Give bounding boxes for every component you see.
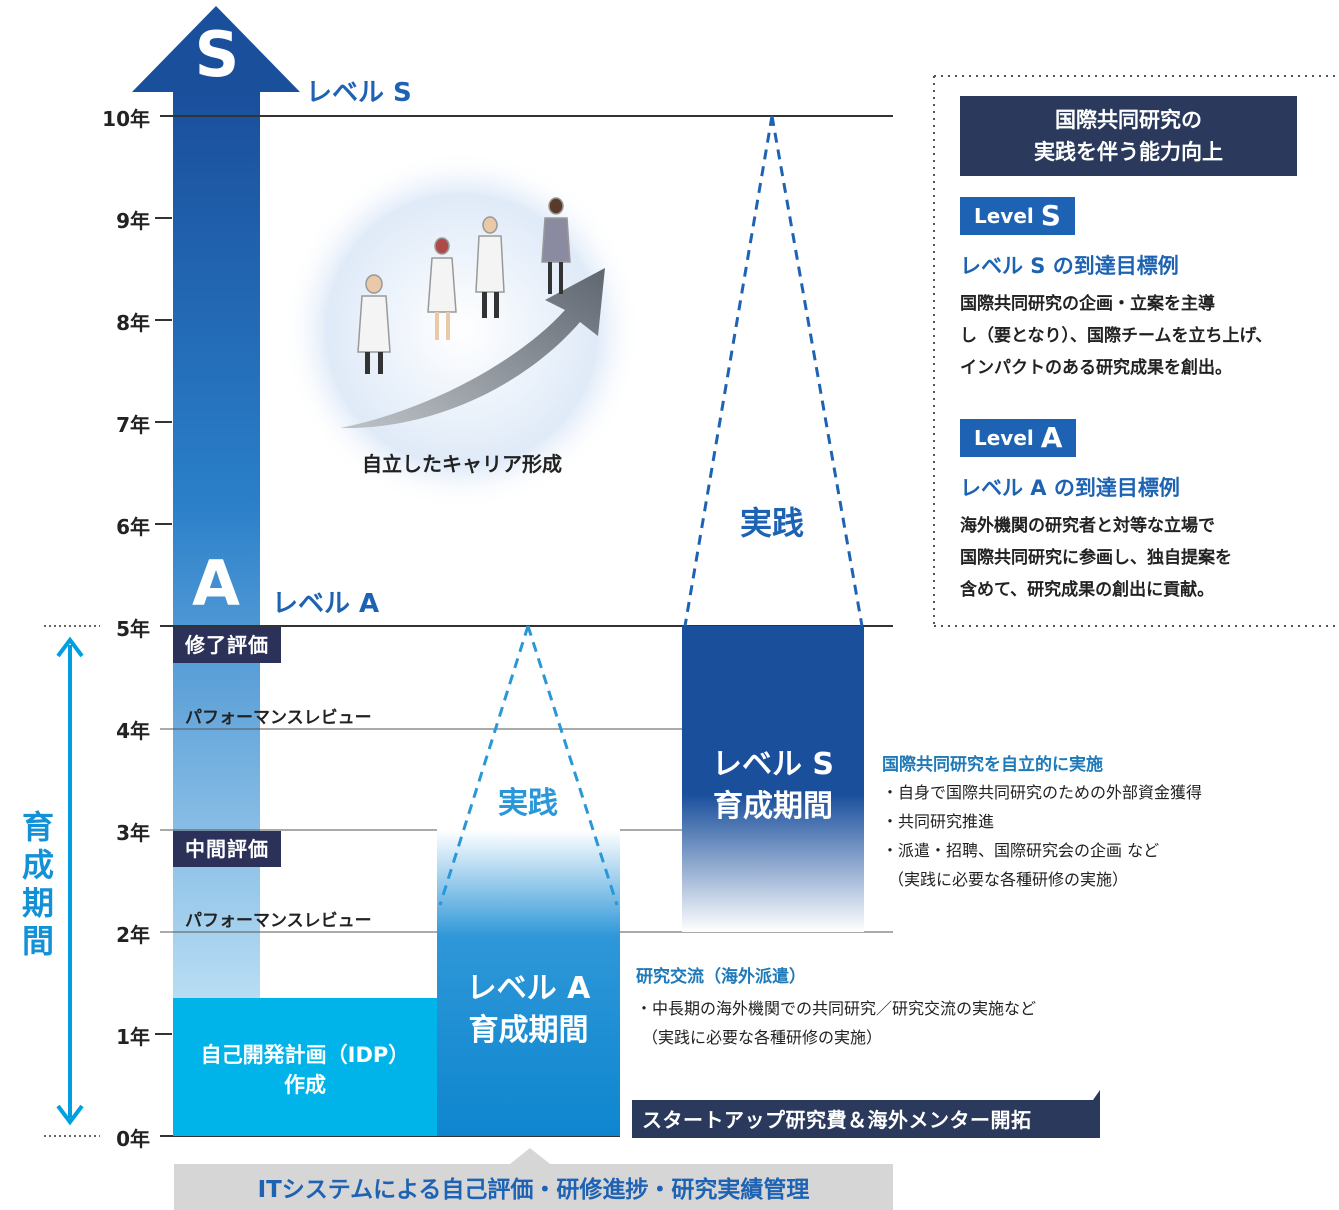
year-label-2: 2年 — [116, 923, 150, 947]
level-a-label: レベル A — [272, 589, 380, 619]
practice-label-upper: 実践 — [739, 504, 804, 542]
level-s-box — [682, 626, 864, 932]
year-label-9: 9年 — [116, 209, 150, 233]
year-label-5: 5年 — [116, 617, 150, 641]
level-a-badge: Level A — [960, 419, 1077, 457]
list-item: ・中長期の海外機関での共同研究／研究交流の実施など — [636, 999, 1037, 1018]
level-a-notes-list: ・中長期の海外機関での共同研究／研究交流の実施など （実践に必要な各種研修の実施… — [636, 994, 1036, 1052]
year-label-8: 8年 — [116, 311, 150, 335]
midterm-evaluation-label: 中間評価 — [173, 831, 281, 867]
year-label-6: 6年 — [116, 515, 150, 539]
startup-banner-text: スタートアップ研究費＆海外メンター開拓 — [642, 1108, 1032, 1132]
list-item: ・派遣・招聘、国際研究会の企画 など — [882, 841, 1160, 860]
level-s-letter: S — [194, 18, 240, 91]
list-item: ・自身で国際共同研究のための外部資金獲得 — [882, 783, 1203, 802]
list-item: （実践に必要な各種研修の実施） — [642, 1028, 883, 1047]
year-label-1: 1年 — [116, 1025, 150, 1049]
idp-box — [173, 998, 437, 1136]
year-label-4: 4年 — [116, 719, 150, 743]
level-s-box-text: レベル S 育成期間 — [711, 747, 835, 824]
level-s-notes-heading: 国際共同研究を自立的に実施 — [882, 755, 1103, 775]
level-s-label: レベル S — [306, 78, 412, 108]
level-s-goal-body: 国際共同研究の企画・立案を主導 し（要となり）、国際チームを立ち上げ、 インパク… — [960, 294, 1273, 378]
level-a-box-text: レベル A 育成期間 — [466, 971, 591, 1048]
performance-review-upper: パフォーマンスレビュー — [185, 708, 372, 728]
idp-box-text: 自己開発計画（IDP） 作成 — [200, 1043, 410, 1097]
level-a-notes-heading: 研究交流（海外派遣） — [636, 967, 806, 987]
year-label-7: 7年 — [116, 413, 150, 437]
scientist-figures — [357, 197, 571, 374]
level-a-goal-body: 海外機関の研究者と対等な立場で 国際共同研究に参画し、独自提案を 含めて、研究成… — [960, 516, 1232, 600]
side-panel-title: 国際共同研究の 実践を伴う能力向上 — [960, 96, 1297, 176]
level-a-goal-heading: レベル A の到達目標例 — [960, 476, 1180, 500]
list-item: ・共同研究推進 — [882, 812, 995, 831]
bottom-banner-shape — [174, 1148, 893, 1210]
completion-evaluation-label: 修了評価 — [173, 627, 281, 663]
training-period-vertical-label: 育 成 期 間 — [21, 808, 54, 960]
career-arrow — [340, 268, 605, 429]
career-caption: 自立したキャリア形成 — [362, 452, 562, 476]
level-s-notes-list: ・自身で国際共同研究のための外部資金獲得 ・共同研究推進 ・派遣・招聘、国際研究… — [882, 778, 1202, 894]
level-a-letter: A — [192, 547, 240, 620]
level-s-goal-heading: レベル S の到達目標例 — [960, 254, 1179, 278]
bottom-banner-text: ITシステムによる自己評価・研修進捗・研究実績管理 — [257, 1177, 810, 1203]
year-label-3: 3年 — [116, 821, 150, 845]
practice-label-lower: 実践 — [498, 786, 558, 821]
level-a-box — [437, 830, 620, 1136]
practice-triangles — [683, 115, 864, 627]
performance-review-lower: パフォーマンスレビュー — [185, 911, 372, 931]
year-label-0: 0年 — [116, 1127, 150, 1151]
year-label-10: 10年 — [102, 107, 150, 131]
vertical-arrow-head — [132, 6, 300, 92]
startup-banner-shape — [632, 1090, 1100, 1138]
level-s-badge: Level S — [960, 197, 1075, 235]
list-item: （実践に必要な各種研修の実施） — [888, 870, 1129, 889]
